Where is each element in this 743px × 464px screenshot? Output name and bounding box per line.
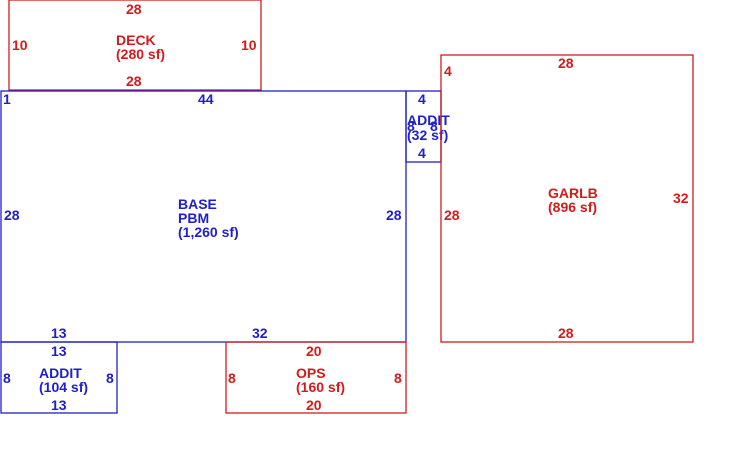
garlb-right-dimension: 32 bbox=[673, 190, 689, 206]
deck-left-dimension: 10 bbox=[12, 37, 28, 53]
addit-lower-area-value: (104 sf) bbox=[39, 379, 88, 395]
ops-label: OPS bbox=[296, 365, 326, 381]
base-area-value: (1,260 sf) bbox=[178, 224, 239, 240]
ops-area[interactable]: 20 8 8 OPS (160 sf) 20 bbox=[225, 341, 407, 414]
garlb-bottom-dimension: 28 bbox=[558, 325, 574, 341]
base-bottom-right-dimension: 32 bbox=[252, 325, 268, 341]
garlb-area-value: (896 sf) bbox=[548, 199, 597, 215]
deck-top-dimension: 28 bbox=[126, 1, 142, 17]
addit-small-left-dimension: 8 bbox=[407, 118, 415, 134]
addit-small-area-value: (32 sf) bbox=[407, 127, 448, 143]
addit-lower-right-dimension: 8 bbox=[106, 370, 114, 386]
addit-lower-left-dimension: 8 bbox=[3, 370, 11, 386]
addit-small-area[interactable]: 4 8 8 ADDIT (32 sf) 4 bbox=[405, 90, 450, 163]
addit-lower-bottom-dimension: 13 bbox=[51, 397, 67, 413]
base-outline bbox=[0, 90, 407, 343]
deck-bottom-dimension: 28 bbox=[126, 73, 142, 89]
base-bottom-left-dimension: 13 bbox=[51, 325, 67, 341]
base-left-dimension: 28 bbox=[4, 207, 20, 223]
garlb-top-dimension: 28 bbox=[558, 55, 574, 71]
ops-area-value: (160 sf) bbox=[296, 379, 345, 395]
base-label: BASE bbox=[178, 196, 217, 212]
ops-right-dimension: 8 bbox=[394, 370, 402, 386]
garlb-outline bbox=[440, 54, 694, 343]
base-area[interactable]: 1 44 28 28 BASE PBM (1,260 sf) 13 32 bbox=[0, 90, 407, 343]
garlb-corner-label: 4 bbox=[444, 63, 452, 79]
deck-right-dimension: 10 bbox=[241, 37, 257, 53]
addit-small-top-dimension: 4 bbox=[418, 91, 426, 107]
garlb-label: GARLB bbox=[548, 185, 598, 201]
addit-small-label: ADDIT bbox=[407, 112, 450, 128]
addit-lower-label: ADDIT bbox=[39, 365, 82, 381]
deck-outline bbox=[8, 0, 262, 91]
base-label-subtitle: PBM bbox=[178, 210, 209, 226]
ops-bottom-dimension: 20 bbox=[306, 397, 322, 413]
base-top-dimension: 44 bbox=[198, 91, 214, 107]
deck-label: DECK bbox=[116, 32, 156, 48]
addit-lower-outline bbox=[0, 341, 118, 414]
garlb-area[interactable]: 4 28 GARLB (896 sf) 32 28 28 bbox=[440, 54, 694, 343]
deck-area[interactable]: 28 10 10 DECK (280 sf) 28 bbox=[8, 0, 262, 91]
ops-outline bbox=[225, 341, 407, 414]
base-right-dimension: 28 bbox=[386, 207, 402, 223]
addit-small-right-dimension: 8 bbox=[430, 118, 438, 134]
garlb-left-dimension: 28 bbox=[444, 207, 460, 223]
addit-small-bottom-dimension: 4 bbox=[418, 145, 426, 161]
addit-lower-area[interactable]: 13 8 8 ADDIT (104 sf) 13 bbox=[0, 341, 118, 414]
addit-lower-top-dimension: 13 bbox=[51, 343, 67, 359]
deck-area-value: (280 sf) bbox=[116, 46, 165, 62]
base-corner-label: 1 bbox=[3, 91, 11, 107]
ops-top-dimension: 20 bbox=[306, 343, 322, 359]
ops-left-dimension: 8 bbox=[228, 370, 236, 386]
